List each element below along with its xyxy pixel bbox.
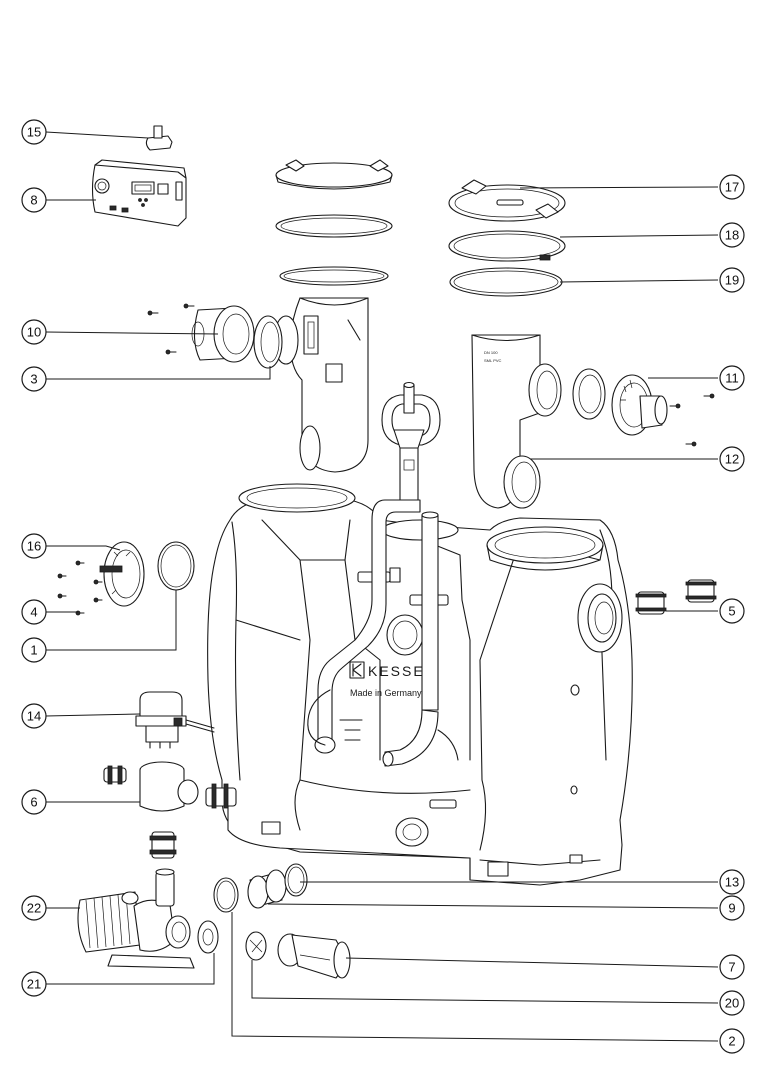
svg-text:14: 14 [27,709,41,724]
svg-text:11: 11 [725,371,739,386]
callout-13: 13 [719,869,745,895]
svg-text:10: 10 [27,325,41,340]
svg-text:17: 17 [725,180,739,195]
brand-subtitle: Made in Germany [350,688,422,698]
svg-text:18: 18 [725,228,739,243]
svg-text:2: 2 [728,1034,735,1049]
callout-7: 7 [719,954,745,980]
actuator-14 [135,691,215,749]
clamps-5 [635,579,717,615]
sleeve-13-9 [213,863,308,913]
svg-text:6: 6 [30,795,37,810]
screws-4 [57,560,103,616]
callout-14: 14 [21,703,47,729]
svg-text:12: 12 [725,452,739,467]
callout-17: 17 [719,174,745,200]
left-lid-stack [275,159,393,286]
svg-text:7: 7 [728,960,735,975]
callout-20: 20 [719,990,745,1016]
svg-text:9: 9 [728,901,735,916]
callout-22: 22 [21,895,47,921]
callout-3: 3 [21,366,47,392]
callout-16: 16 [21,533,47,559]
pump-22 [77,868,219,969]
callout-1: 1 [21,637,47,663]
inspection-flange-16 [99,541,145,607]
svg-text:20: 20 [725,996,739,1011]
left-inlet-elbow [147,297,369,473]
svg-text:19: 19 [725,273,739,288]
svg-text:5: 5 [728,604,735,619]
right-lid-stack [448,179,566,297]
callout-11: 11 [719,365,745,391]
callout-19: 19 [719,267,745,293]
callout-5: 5 [719,598,745,624]
svg-text:21: 21 [27,977,41,992]
svg-text:22: 22 [27,901,41,916]
callout-15: 15 [21,119,47,145]
svg-text:SML PVC: SML PVC [484,358,502,363]
svg-text:DN 100: DN 100 [484,350,498,355]
callout-12: 12 [719,446,745,472]
callout-18: 18 [719,222,745,248]
leader-lines [45,131,719,1042]
right-inlet-elbow: DN 100 SML PVC [471,334,715,509]
callout-6: 6 [21,789,47,815]
plug-part-15 [145,125,173,151]
callout-8: 8 [21,187,47,213]
check-valve-7-20 [245,931,351,979]
svg-text:4: 4 [30,605,37,620]
svg-text:1: 1 [30,643,37,658]
callout-2: 2 [719,1028,745,1054]
tank-body: KESSE Made in Germany [207,483,633,886]
gasket-1 [157,541,195,591]
control-unit [91,159,187,227]
callout-9: 9 [719,895,745,921]
svg-text:16: 16 [27,539,41,554]
vent-pipe-assembly [307,381,459,767]
svg-text:3: 3 [30,372,37,387]
svg-text:8: 8 [30,193,37,208]
svg-text:13: 13 [725,875,739,890]
callout-10: 10 [21,319,47,345]
callout-21: 21 [21,971,47,997]
callout-4: 4 [21,599,47,625]
valve-body-6 [103,761,237,859]
brand-label: KESSE [368,663,425,679]
svg-text:15: 15 [27,125,41,140]
